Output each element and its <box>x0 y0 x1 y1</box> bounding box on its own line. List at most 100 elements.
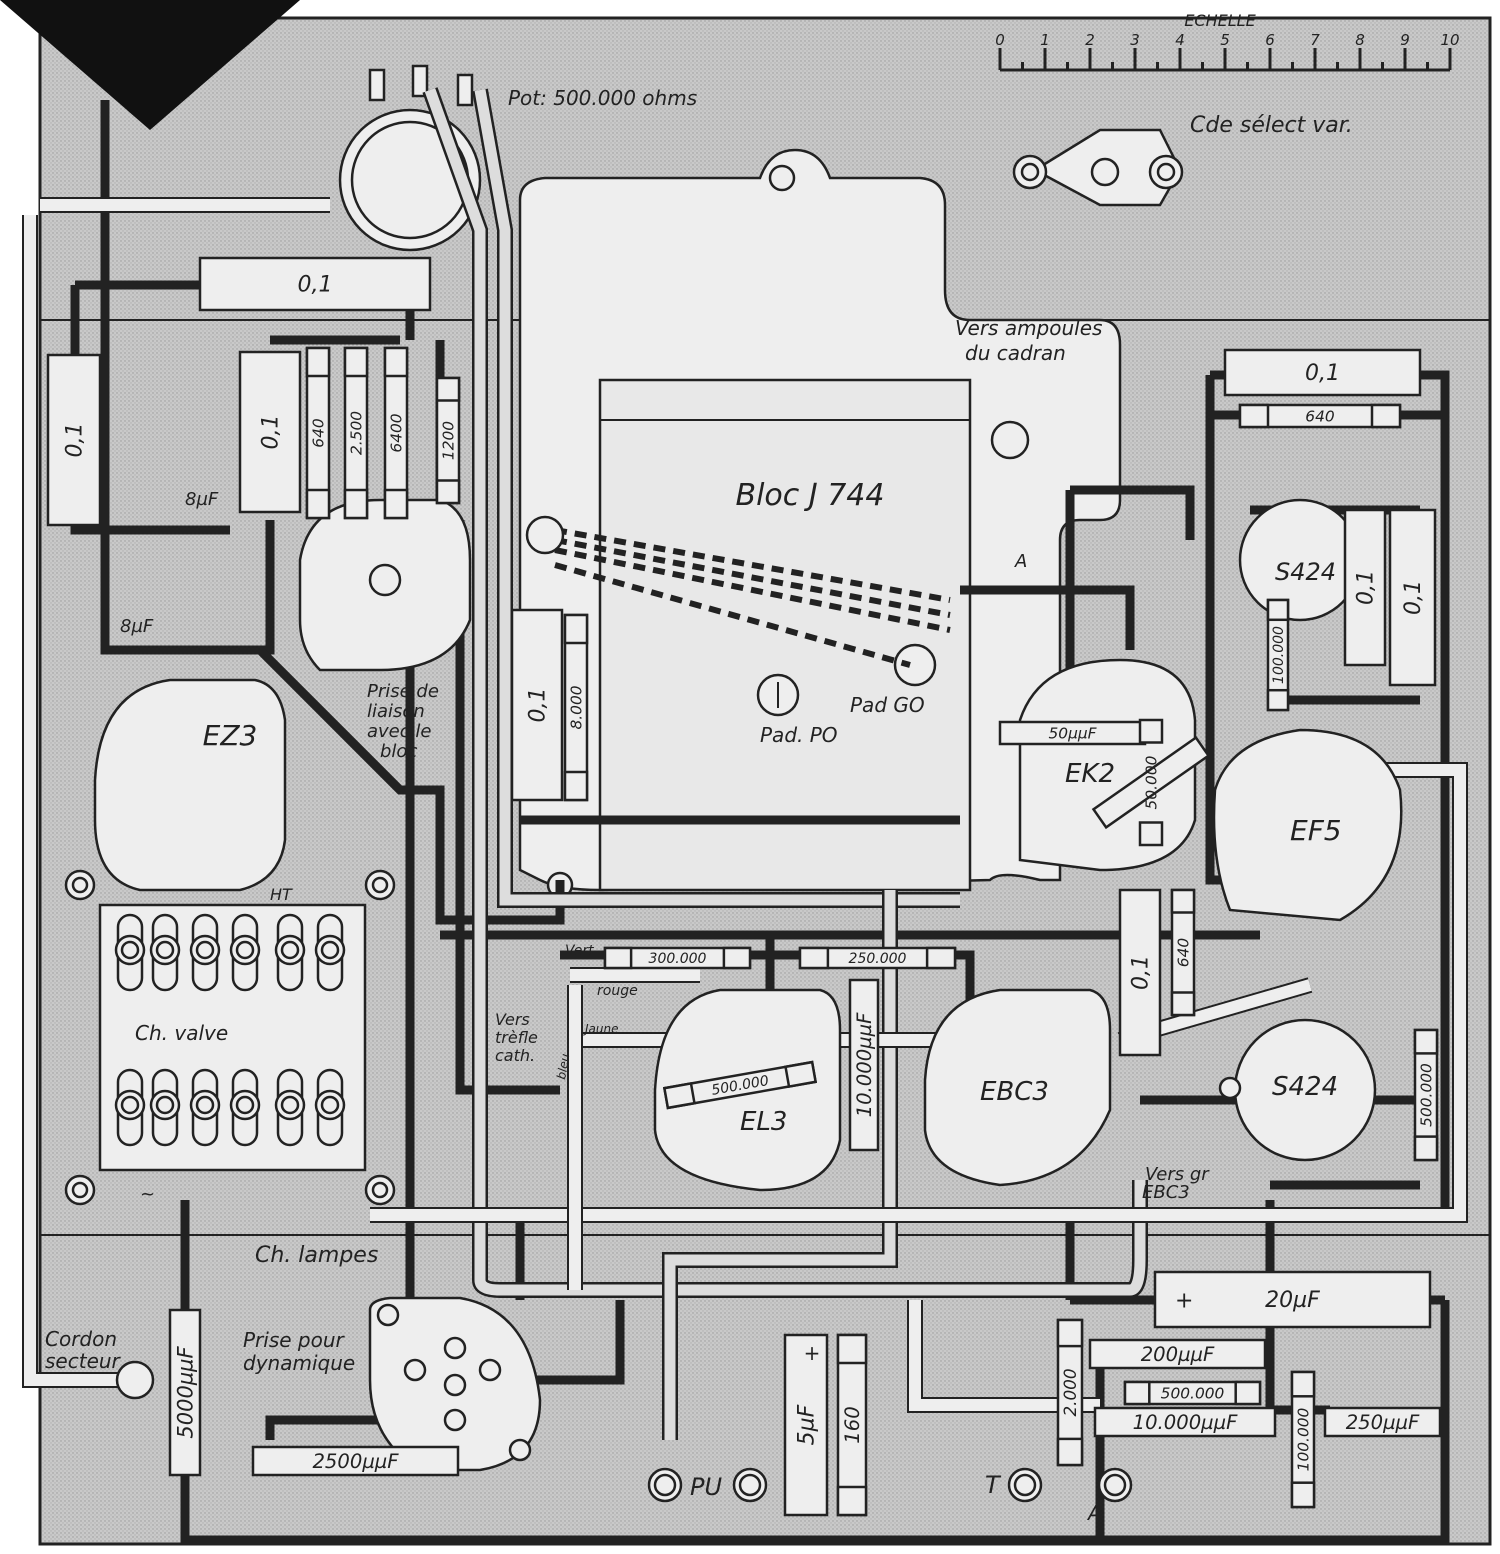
capacitor-c18: 5000µµF <box>168 1308 202 1477</box>
resistor-r02: 2.500 <box>343 346 369 520</box>
svg-text:Prise pour: Prise pour <box>243 1328 346 1352</box>
scale-tick-label: 1 <box>1040 31 1050 49</box>
component-value: 0,1 <box>1305 361 1340 386</box>
component-value: 500.000 <box>1417 1063 1435 1127</box>
tube-ek2: EK2 <box>1018 658 1197 872</box>
bloc-j744: Bloc J 744 Pad. PO Pad GO Vers ampoules … <box>518 148 1122 899</box>
svg-text:secteur: secteur <box>45 1349 122 1373</box>
scale-tick-label: 9 <box>1400 31 1410 49</box>
scale-tick-label: 7 <box>1310 31 1320 49</box>
svg-text:liaison: liaison <box>367 701 425 722</box>
capacitor-c06: 0,1 <box>510 608 564 802</box>
component-value: 1200 <box>439 421 457 460</box>
component-value: 640 <box>309 418 327 448</box>
component-value: 2.500 <box>347 411 365 455</box>
tube-ez3: EZ3 <box>93 678 287 892</box>
pad-po-label: Pad. PO <box>760 723 838 747</box>
component-value: 20µF <box>1265 1288 1320 1313</box>
prise-liaison-label: Prise de liaison avec le bloc <box>367 681 439 762</box>
svg-text:EBC3: EBC3 <box>1142 1182 1190 1203</box>
capacitor-c16: 250µµF <box>1323 1406 1442 1438</box>
scale-tick-label: 6 <box>1265 31 1275 49</box>
prise-dynamique: Prise pour dynamique <box>243 1296 542 1472</box>
jack-a <box>1097 1467 1133 1503</box>
wire-vert-label: Vert <box>565 943 594 959</box>
component-value: 50.000 <box>1142 755 1160 809</box>
component-value: 0,1 <box>1129 955 1154 990</box>
resistor-r15: 100.000 <box>1290 1370 1316 1509</box>
component-value: 50µµF <box>1048 724 1097 742</box>
tube-ef5-label: EF5 <box>1290 814 1342 847</box>
jack-a-label: A <box>1086 1501 1102 1525</box>
arrow-a-label: A <box>1014 551 1027 572</box>
resistor-r14: 500.000 <box>1123 1380 1262 1406</box>
svg-text:cath.: cath. <box>495 1046 535 1065</box>
resistor-r01: 640 <box>305 346 331 520</box>
capacitor-c03: 8µF <box>185 489 219 510</box>
component-value: 300.000 <box>649 951 707 967</box>
component-value: 2.000 <box>1060 1368 1080 1416</box>
vers-gr-ebc3-label: Vers gr EBC3 <box>1142 1164 1210 1203</box>
component-value: 0,1 <box>63 423 88 458</box>
capacitor-c08: 0,1 <box>1343 508 1387 667</box>
bloc-label: Bloc J 744 <box>736 478 885 513</box>
component-value: 200µµF <box>1141 1343 1215 1366</box>
scale-tick-label: 10 <box>1440 31 1459 49</box>
component-value: 10.000µµF <box>853 1012 876 1117</box>
component-value: 6400 <box>387 413 405 452</box>
cordon-grommet <box>115 1360 155 1400</box>
component-value: 0,1 <box>1354 570 1379 605</box>
svg-text:Cordon: Cordon <box>45 1327 117 1351</box>
component-value: 500.000 <box>1161 1384 1225 1402</box>
tube-ebc3: EBC3 <box>923 988 1112 1187</box>
resistor-r06: 640 <box>1238 403 1402 429</box>
component-value: 100.000 <box>1271 626 1287 684</box>
capacitor-c09: 0,1 <box>1388 508 1437 687</box>
ac-label: ~ <box>140 1184 155 1205</box>
wire-jaune-label: Jaune <box>583 1022 619 1036</box>
component-value: 0,1 <box>259 415 284 450</box>
polarity-plus: + <box>804 1341 821 1365</box>
component-value: 8µF <box>185 489 219 510</box>
jack-pu-1 <box>647 1467 683 1503</box>
resistor-r04: 1200 <box>435 376 461 505</box>
selector-plate: Cde sélect var. <box>1012 113 1353 207</box>
tube-s424-bottom-label: S424 <box>1272 1072 1338 1102</box>
scale-tick-label: 2 <box>1085 31 1095 49</box>
capacitor-c19: 2500µµF <box>251 1445 460 1477</box>
resistor-r13: 500.000 <box>1413 1028 1439 1162</box>
terminal-strip: HT Ch. valve ~ Ch. lampes <box>64 869 396 1268</box>
ch-lampes-label: Ch. lampes <box>255 1243 378 1268</box>
resistor-r08: 50.000 <box>1091 718 1211 847</box>
selector-label: Cde sélect var. <box>1190 113 1353 138</box>
scale-tick-label: 5 <box>1220 31 1230 49</box>
capacitor-c05: 8µF <box>120 616 154 637</box>
shielded-cables <box>422 87 1148 1440</box>
component-value: 0,1 <box>526 688 551 723</box>
octal-socket <box>298 498 472 672</box>
jack-t <box>1007 1467 1043 1503</box>
vers-ampoules-label-2: du cadran <box>965 341 1066 365</box>
component-value: 250.000 <box>849 951 907 967</box>
resistor-r05: 8.000 <box>563 613 589 802</box>
wire-bleu-label: bleu <box>554 1052 572 1080</box>
tube-s424-bottom: S424 <box>1218 1018 1377 1162</box>
capacitor-c02: 0,1 <box>46 353 102 527</box>
tube-el3-label: EL3 <box>740 1107 787 1137</box>
component-value: 0,1 <box>298 273 333 298</box>
resistor-r03: 6400 <box>383 346 409 520</box>
resistor-r16: 2.000 <box>1056 1318 1084 1467</box>
wire-rouge-label: rouge <box>597 983 638 999</box>
capacitor-c17: 5µF+ <box>783 1333 829 1517</box>
capacitor-c14: 200µµF <box>1088 1338 1267 1370</box>
scale-tick-label: 8 <box>1355 31 1365 49</box>
component-value: 100.000 <box>1294 1407 1312 1471</box>
component-value: 160 <box>841 1406 864 1443</box>
tube-s424-top: S424 <box>1238 498 1362 622</box>
cordon-secteur-label: Cordon secteur <box>45 1327 122 1373</box>
vers-trefle-label: Vers trèfle cath. <box>495 1010 538 1065</box>
svg-text:Vers gr: Vers gr <box>1145 1164 1210 1185</box>
svg-text:trèfle: trèfle <box>495 1028 538 1047</box>
capacitor-c12: 10.000µµF <box>848 978 880 1152</box>
